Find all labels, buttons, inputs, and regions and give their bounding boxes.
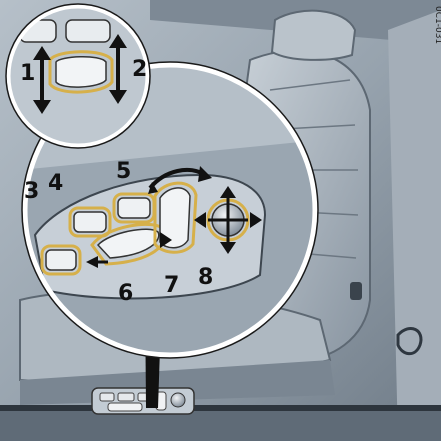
belt-buckle [350, 282, 362, 300]
callout-6: 6 [118, 281, 133, 306]
seat-side-switch-panel [92, 388, 194, 414]
callout-4: 4 [48, 171, 63, 196]
callout-2: 2 [132, 57, 147, 82]
figure-code: 0C1-031 [433, 6, 441, 44]
callout-7: 7 [164, 273, 179, 298]
callout-3: 3 [24, 179, 39, 204]
switch-4[interactable] [74, 212, 106, 232]
callout-1: 1 [20, 61, 35, 86]
headrest [272, 11, 355, 60]
callout-5: 5 [116, 159, 131, 184]
callout-8: 8 [198, 265, 213, 290]
switch-5[interactable] [118, 198, 150, 218]
switch-1-2[interactable] [56, 57, 106, 87]
switch-3[interactable] [46, 250, 76, 270]
sill-edge [0, 405, 441, 411]
